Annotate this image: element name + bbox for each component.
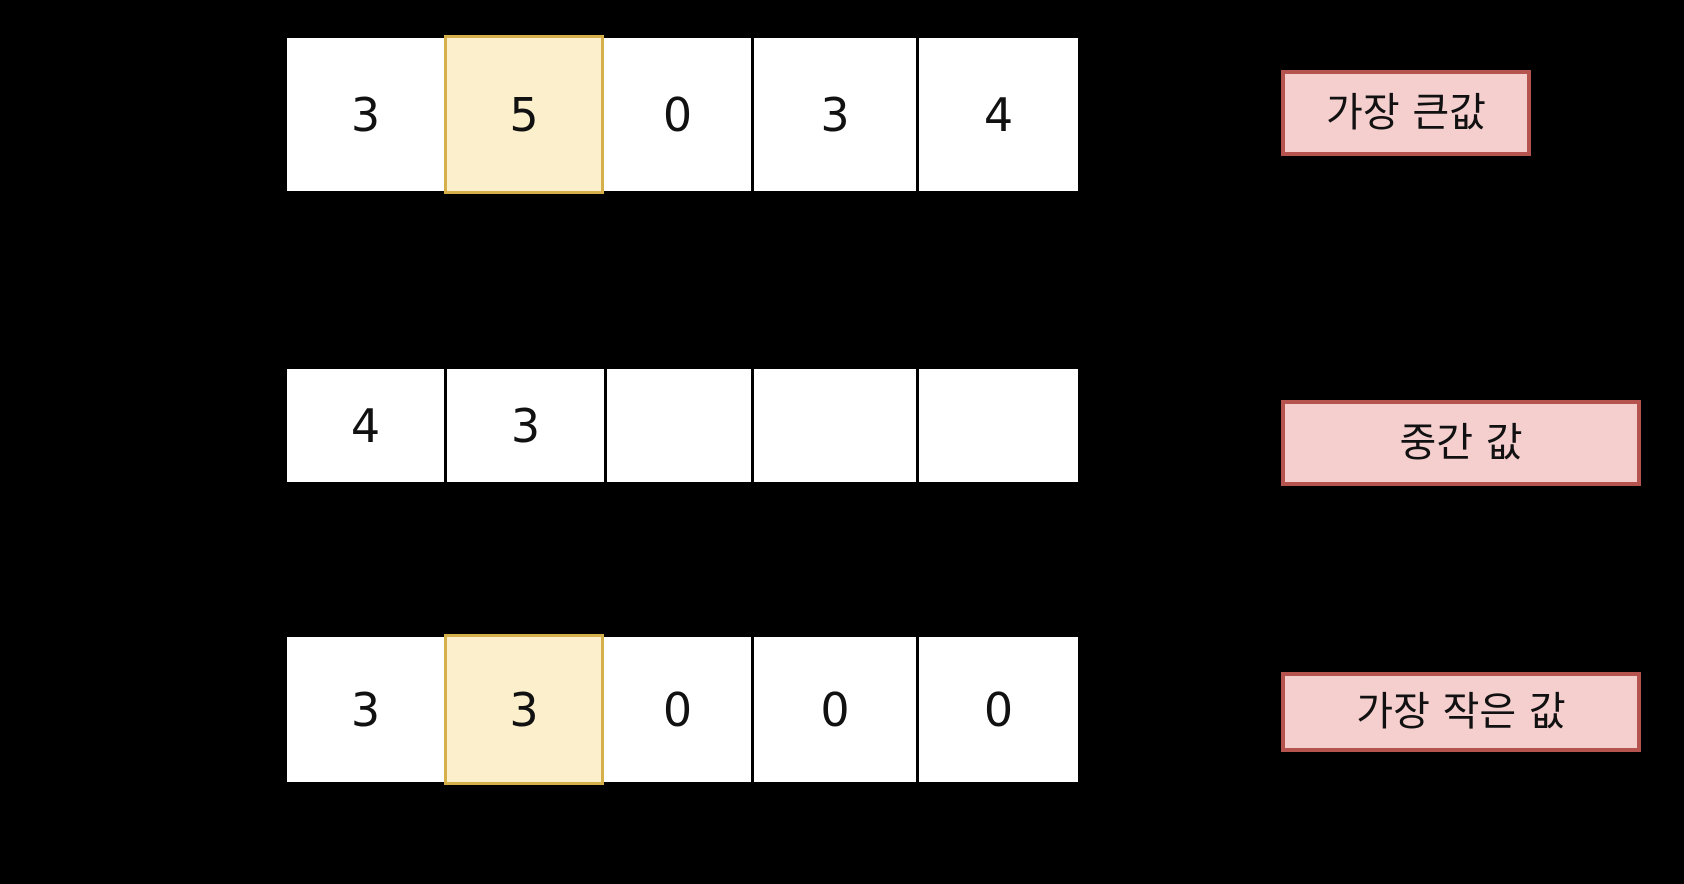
cell-value: 3	[509, 682, 539, 737]
cell-value: 0	[662, 87, 693, 142]
cell-value: 0	[662, 682, 693, 737]
array-cell[interactable]: 3	[444, 366, 604, 485]
array-cell[interactable]	[604, 366, 751, 485]
array-cell[interactable]: 3	[751, 35, 916, 194]
cell-value: 3	[820, 87, 850, 142]
array-cell[interactable]: 0	[751, 634, 916, 785]
array-cell[interactable]: 4	[284, 366, 444, 485]
array-cell-highlighted[interactable]: 3	[444, 634, 604, 785]
row-label-mid: 중간 값	[1281, 400, 1641, 486]
cell-value: 4	[983, 87, 1014, 142]
row-label-max: 가장 큰값	[1281, 70, 1531, 156]
cell-value: 0	[983, 682, 1014, 737]
array-row-max: 3 5 0 3 4	[284, 35, 1081, 194]
array-row-mid: 4 3	[284, 366, 1081, 485]
cell-value: 3	[350, 682, 381, 737]
array-cell[interactable]	[751, 366, 916, 485]
array-cell[interactable]: 3	[284, 634, 444, 785]
row-label-mid-text: 중간 값	[1399, 420, 1523, 466]
array-cell[interactable]: 3	[284, 35, 444, 194]
row-label-max-text: 가장 큰값	[1326, 90, 1486, 136]
array-cell[interactable]: 0	[916, 634, 1081, 785]
array-cell[interactable]: 0	[604, 35, 751, 194]
array-row-min: 3 3 0 0 0	[284, 634, 1081, 785]
array-cell[interactable]: 0	[604, 634, 751, 785]
row-label-min-text: 가장 작은 값	[1356, 689, 1566, 735]
array-cell[interactable]	[916, 366, 1081, 485]
cell-value: 5	[509, 87, 539, 142]
cell-value: 3	[350, 87, 381, 142]
array-cell-highlighted[interactable]: 5	[444, 35, 604, 194]
row-label-min: 가장 작은 값	[1281, 672, 1641, 752]
cell-value: 3	[510, 398, 541, 453]
cell-value: 4	[350, 398, 381, 453]
cell-value: 0	[820, 682, 850, 737]
array-cell[interactable]: 4	[916, 35, 1081, 194]
